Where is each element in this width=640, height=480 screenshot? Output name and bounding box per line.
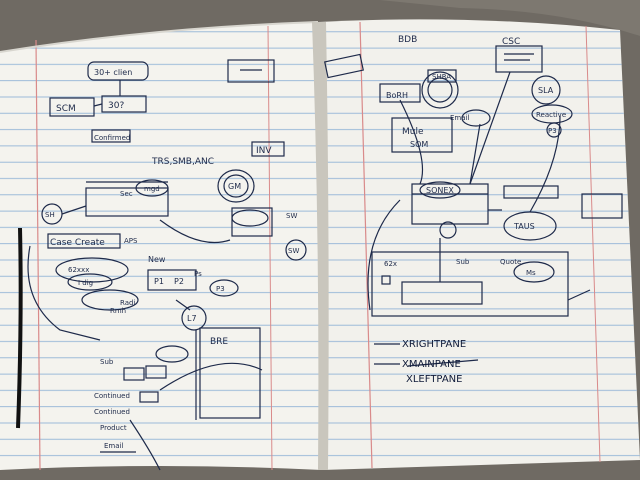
- note-label: BDB: [398, 35, 417, 45]
- note-label: 30+ clien: [94, 68, 132, 77]
- spine-shadow: [312, 22, 329, 470]
- note-label: SONEX: [426, 186, 454, 195]
- note-label: Ms: [526, 269, 536, 277]
- note-label: Product: [100, 424, 127, 432]
- note-label: P3: [548, 127, 557, 135]
- note-label: BoRH: [386, 91, 408, 100]
- right-page-labels: BDB CSC BoRH SHRA Mule SOM SLA Reactive …: [384, 35, 566, 277]
- left-gutter-line: [267, 25, 273, 471]
- note-label: Sub: [456, 258, 470, 266]
- note-label: SOM: [410, 140, 428, 149]
- note-label: Continued: [94, 408, 130, 416]
- note-label: New: [148, 255, 166, 264]
- note-label: Radi: [120, 299, 135, 307]
- note-label: 62x: [384, 260, 397, 268]
- note-label: BRE: [210, 337, 228, 347]
- note-label: Rmh: [110, 307, 126, 315]
- legend-right-pane: XRIGHTPANE: [402, 339, 466, 350]
- marker-stroke: [16, 227, 23, 429]
- note-label: GM: [228, 182, 241, 191]
- note-label: Reactive: [536, 111, 566, 119]
- legend-left-pane: XLEFTPANE: [406, 374, 462, 385]
- note-label: Sub: [100, 358, 114, 366]
- note-label: Quote: [500, 258, 521, 266]
- left-page-sketches: [27, 59, 307, 471]
- note-label: TAUS: [513, 222, 535, 231]
- note-label: I dig: [78, 279, 93, 287]
- table-highlight: [380, 0, 640, 36]
- note-label: P1: [154, 277, 164, 286]
- note-label: Email: [450, 114, 469, 122]
- note-label: APS: [124, 237, 138, 245]
- note-label: SCM: [56, 104, 76, 114]
- note-label: SLA: [538, 86, 554, 95]
- note-label: TRS,SMB,ANC: [151, 157, 214, 167]
- note-label: SHRA: [432, 73, 451, 81]
- note-label: SW: [288, 247, 299, 255]
- note-label: Case Create: [50, 238, 105, 248]
- legend-main-pane: XMAINPANE: [402, 359, 461, 370]
- note-label: P2: [174, 277, 184, 286]
- note-label: P3: [216, 285, 225, 293]
- note-label: Ps: [194, 270, 202, 278]
- note-label: Mule: [402, 127, 424, 137]
- note-label: Confirmed: [94, 134, 130, 142]
- right-margin-line: [359, 21, 373, 469]
- note-label: INV: [256, 146, 272, 156]
- note-label: 62xxx: [68, 266, 89, 274]
- pane-legend: XRIGHTPANE XMAINPANE XLEFTPANE: [402, 339, 466, 385]
- note-label: mgd: [144, 185, 160, 193]
- note-label: SH: [45, 211, 55, 219]
- note-label: Email: [104, 442, 123, 450]
- right-edge-line: [585, 25, 601, 463]
- note-label: Continued: [94, 392, 130, 400]
- left-page-labels: 30+ clien SCM 30? Confirmed TRS,SMB,ANC …: [45, 68, 299, 450]
- left-margin-line: [35, 39, 41, 471]
- note-label: 30?: [108, 101, 124, 111]
- note-label: SW: [286, 212, 297, 220]
- right-page-sketches: [324, 45, 623, 367]
- note-label: L7: [187, 314, 197, 323]
- note-label: Sec: [120, 190, 133, 198]
- note-label: CSC: [502, 37, 520, 47]
